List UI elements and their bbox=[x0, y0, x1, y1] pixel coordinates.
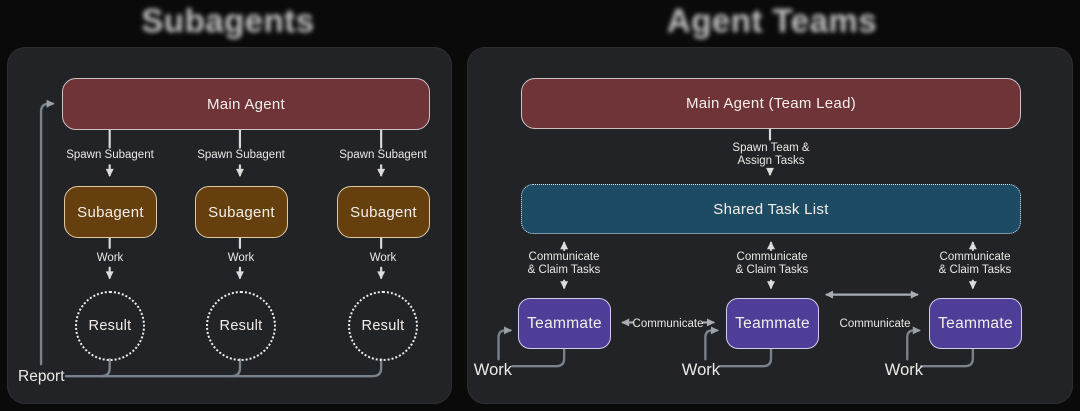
spawn-team-label-line2: Assign Tasks bbox=[737, 155, 805, 167]
spawn-subagent-label: Spawn Subagent bbox=[339, 149, 427, 161]
spawn-team-label: Spawn Team & Assign Tasks bbox=[711, 142, 831, 168]
report-feedback-arrow bbox=[39, 99, 55, 366]
result-node: Result bbox=[206, 291, 276, 361]
report-label: Report bbox=[18, 368, 65, 385]
communicate-label: Communicate bbox=[839, 318, 911, 330]
spawn-team-label-line1: Spawn Team & bbox=[732, 142, 810, 154]
communicate-arrows bbox=[621, 290, 919, 327]
spawn-subagent-label: Spawn Subagent bbox=[66, 149, 154, 161]
teammate-node: Teammate bbox=[726, 298, 819, 349]
claim-tasks-label: Communicate & Claim Tasks bbox=[938, 251, 1012, 276]
teammate-node: Teammate bbox=[518, 298, 611, 349]
right-panel-title: Agent Teams bbox=[666, 2, 878, 39]
subagent-node: Subagent bbox=[337, 186, 430, 238]
report-loop-lines bbox=[39, 99, 383, 378]
result-node: Result bbox=[348, 291, 418, 361]
work-label: Work bbox=[681, 361, 720, 379]
agent-teams-connector-lines bbox=[497, 127, 977, 368]
subagents-connector-lines bbox=[39, 99, 386, 378]
work-label: Work bbox=[473, 361, 512, 379]
spawn-work-arrows bbox=[105, 128, 386, 280]
work-label: Work bbox=[884, 361, 923, 379]
work-label: Work bbox=[227, 252, 255, 264]
team-lead-node: Main Agent (Team Lead) bbox=[521, 78, 1021, 129]
agent-teams-panel: Main Agent (Team Lead) Spawn Team & Assi… bbox=[467, 47, 1073, 404]
shared-task-list-node: Shared Task List bbox=[521, 184, 1021, 234]
subagent-node: Subagent bbox=[64, 186, 157, 238]
teammate-node: Teammate bbox=[929, 298, 1022, 349]
claim-tasks-label: Communicate & Claim Tasks bbox=[735, 251, 809, 276]
result-node: Result bbox=[75, 291, 145, 361]
spawn-claim-arrows bbox=[560, 127, 977, 290]
work-label: Work bbox=[96, 252, 124, 264]
work-loop-lines bbox=[497, 326, 975, 368]
subagent-node: Subagent bbox=[195, 186, 288, 238]
main-agent-node: Main Agent bbox=[62, 78, 430, 130]
work-label: Work bbox=[369, 252, 397, 264]
left-panel-title: Subagents bbox=[141, 2, 315, 39]
subagents-panel: Main Agent Spawn Subagent Spawn Subagent… bbox=[7, 47, 452, 404]
spawn-subagent-label: Spawn Subagent bbox=[197, 149, 285, 161]
communicate-label: Communicate bbox=[632, 318, 704, 330]
claim-tasks-label: Communicate & Claim Tasks bbox=[527, 251, 601, 276]
